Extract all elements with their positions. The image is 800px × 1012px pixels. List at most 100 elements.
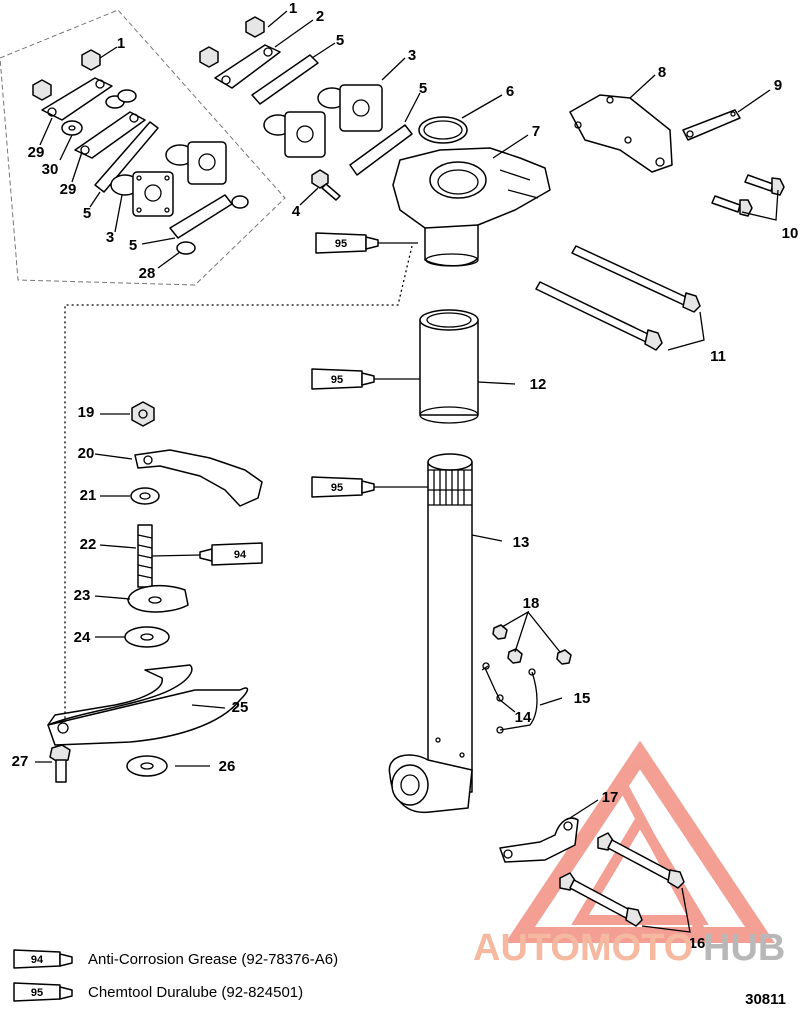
callout-label: 8 [658,64,666,81]
part-bracket-29a [41,77,113,121]
part-arm-20 [134,449,263,507]
callout-label: 15 [574,690,591,707]
part-oring-6 [418,116,468,144]
callout-label: 14 [515,709,532,726]
part-bushing-12 [419,309,479,424]
tube-label: 95 [335,238,347,250]
part-link-9 [682,109,741,141]
callout-label: 24 [74,629,91,646]
part-screw-27 [49,744,71,783]
callout-label: 5 [83,205,91,222]
callout-label: 9 [774,77,782,94]
grease-tube-95-c: 95 [311,476,428,498]
legend: 94 Anti-Corrosion Grease (92-78376-A6) 9… [13,949,338,1002]
part-mount-3b [165,141,227,185]
part-plate-8 [569,94,673,173]
part-washer-28a [231,195,249,209]
dotted-connector [64,245,413,722]
callout-label: 5 [129,237,137,254]
part-bolt-10b [744,174,785,196]
part-nut-19 [131,401,155,427]
part-arc-plate-25 [47,664,249,746]
part-bracket-29b [74,111,146,159]
watermark-part2: HUB [703,927,785,969]
part-wire-14 [481,662,504,702]
callout-label: 19 [78,404,95,421]
callout-label: 18 [523,595,540,612]
legend-text: Anti-Corrosion Grease (92-78376-A6) [88,951,338,968]
part-ring-washers [105,89,137,109]
part-mount-3c [263,111,326,158]
callout-label: 12 [530,376,547,393]
part-nut-1b [81,49,101,71]
grease-tube-95-b: 95 [311,368,420,390]
part-bolt-16b [559,872,643,927]
part-screw-18a [492,624,508,640]
part-steering-tube-13 [388,453,473,814]
callout-label: 5 [419,80,427,97]
callout-label: 17 [602,789,619,806]
part-long-bolt-11a [571,245,701,313]
callout-label: 27 [12,753,29,770]
part-stud-22 [137,524,153,588]
grease-tube-95-a: 95 [315,232,418,254]
part-swivel-bracket-7 [392,147,551,267]
part-friction-pad-24 [124,626,170,648]
callout-label: 1 [117,35,125,52]
callout-label: 30 [42,161,59,178]
callout-label: 25 [232,699,249,716]
callout-label: 22 [80,536,97,553]
callout-label: 7 [532,123,540,140]
legend-code: 94 [31,954,44,966]
leader-lines [35,10,779,933]
callout-label: 10 [782,225,799,242]
tube-label: 94 [234,549,247,561]
callouts: 1 2 5 1 3 5 6 7 8 9 29 30 29 5 3 5 28 4 … [12,0,799,952]
callout-label: 3 [106,229,114,246]
callout-label: 28 [139,265,156,282]
callout-label: 4 [292,203,301,220]
callout-label: 21 [80,487,97,504]
part-friction-pad-26 [126,755,168,777]
callout-label: 26 [219,758,236,775]
callout-label: 2 [316,8,324,25]
callout-label: 5 [336,32,344,49]
callout-label: 20 [78,445,95,462]
callout-label: 6 [506,83,514,100]
part-tab-washer-23 [127,584,189,613]
part-pad-5d [349,124,413,176]
callout-label: 16 [689,935,706,952]
part-bolt-16a [597,832,685,889]
callout-label: 13 [513,534,530,551]
part-screw-18c [556,649,572,665]
part-pad-5b [169,194,233,239]
callout-label: 23 [74,587,91,604]
callout-label: 29 [60,181,77,198]
tube-label: 95 [331,482,343,494]
part-nut-1a [32,79,52,101]
callout-label: 3 [408,47,416,64]
part-washer-30 [61,120,83,136]
exploded-view-box [0,9,286,286]
part-washer-21 [130,487,160,505]
part-pad-5a [94,121,159,193]
legend-row-95: 95 Chemtool Duralube (92-824501) [13,982,303,1002]
callout-label: 1 [289,0,297,17]
part-nut-1d [199,46,219,68]
part-mount-3d [317,84,383,132]
legend-code: 95 [31,987,43,999]
legend-text: Chemtool Duralube (92-824501) [88,984,303,1001]
watermark-part1: AUTOMOTO [473,927,693,969]
grease-tube-94: 94 [151,542,263,566]
watermark-text: AUTOMOTO HUB [473,927,785,969]
callout-label: 29 [28,144,45,161]
part-bracket-17 [499,817,579,863]
part-mount-3a [110,171,174,217]
part-wire-15 [496,668,538,734]
part-nut-1c [245,16,265,38]
part-long-bolt-11b [535,281,663,351]
callout-label: 11 [710,348,726,365]
legend-row-94: 94 Anti-Corrosion Grease (92-78376-A6) [13,949,338,969]
part-washer-28b [176,241,196,255]
